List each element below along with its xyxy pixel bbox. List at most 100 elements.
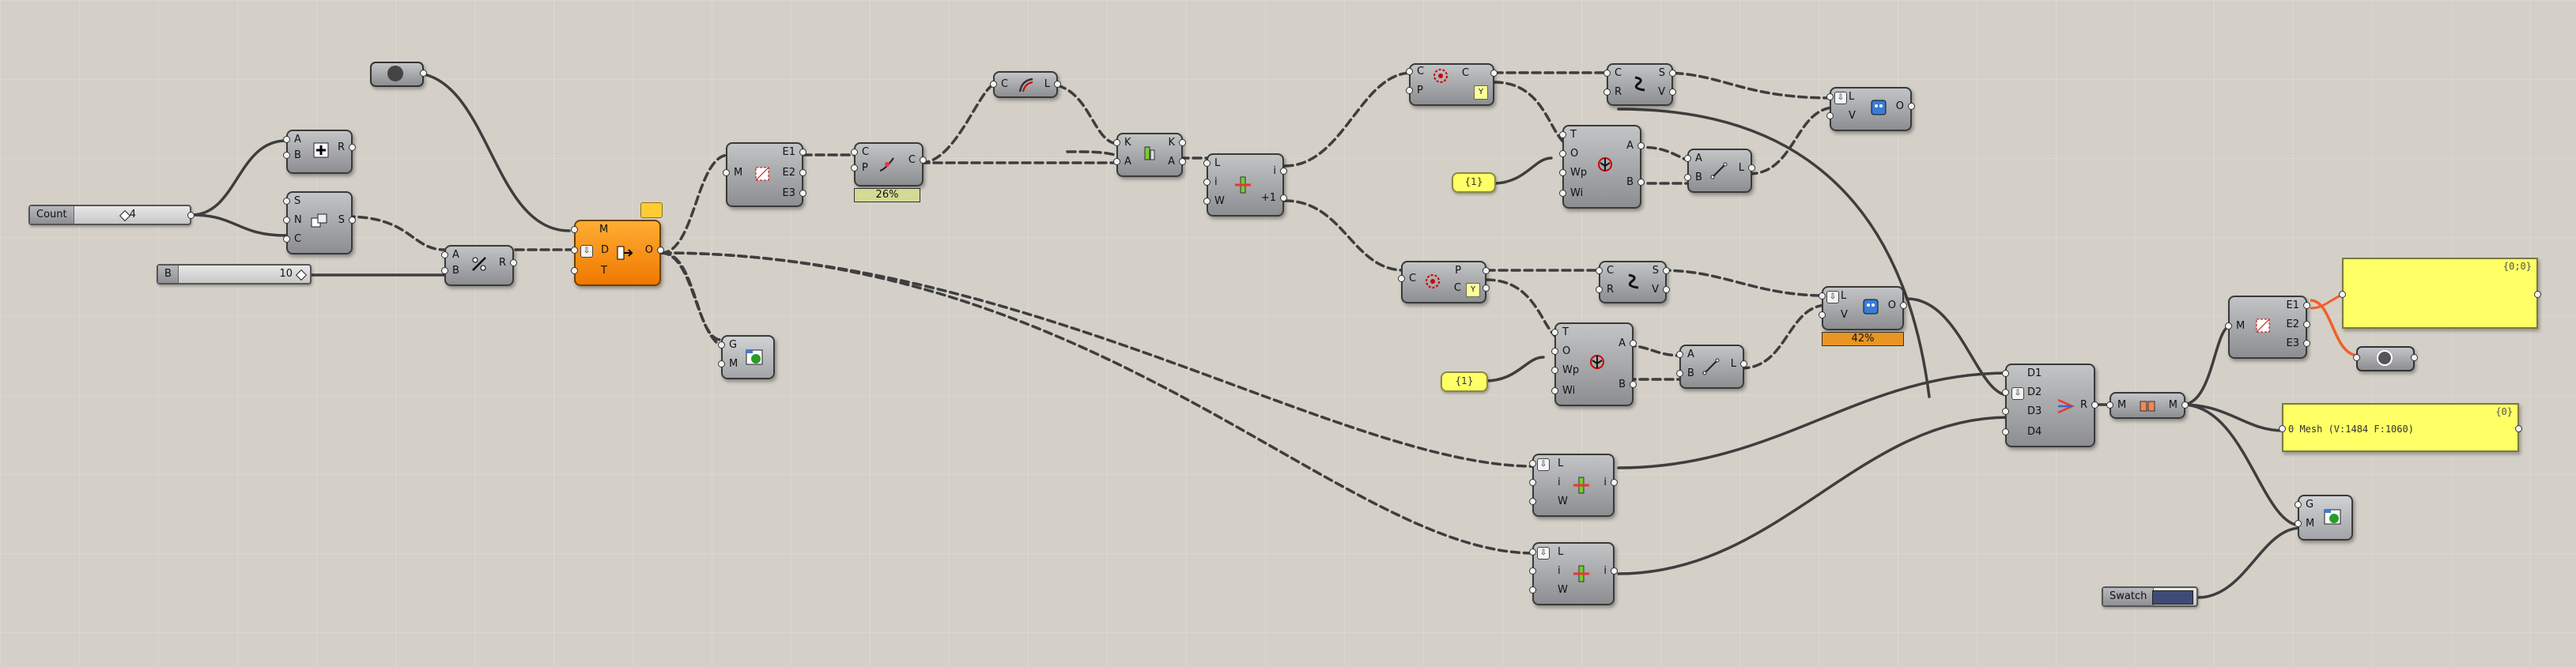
parameter-grip[interactable] [1529, 460, 1536, 467]
parameter-grip[interactable] [1529, 586, 1536, 594]
output-i[interactable]: i [1603, 477, 1607, 488]
input-d4[interactable]: D4 [2027, 426, 2042, 438]
input-c[interactable]: C [1417, 66, 1425, 77]
parameter-grip[interactable] [1559, 131, 1566, 138]
input-l[interactable]: L [1558, 546, 1564, 558]
parameter-grip[interactable] [851, 149, 858, 156]
output-b[interactable]: B [1626, 176, 1634, 188]
parameter-grip[interactable] [1637, 142, 1645, 149]
output-e1[interactable]: E1 [2286, 300, 2300, 311]
line-component-bottom[interactable]: A B L [1676, 345, 1747, 389]
parameter-grip[interactable] [1559, 169, 1566, 176]
input-l[interactable]: L [1841, 290, 1847, 302]
parameter-grip[interactable] [441, 267, 448, 274]
parameter-grip[interactable] [2339, 291, 2346, 298]
output-i[interactable]: i [1273, 165, 1276, 177]
output-e3[interactable]: E3 [782, 187, 796, 199]
output-e3[interactable]: E3 [2286, 337, 2300, 349]
input-l[interactable]: L [1558, 458, 1564, 469]
output-a[interactable]: A [1626, 140, 1634, 152]
input-g[interactable]: G [2306, 499, 2314, 511]
input-i[interactable]: i [1558, 477, 1561, 488]
parameter-grip[interactable] [1826, 112, 1834, 119]
parameter-grip[interactable] [1908, 103, 1915, 110]
parameter-grip[interactable] [1684, 174, 1691, 181]
input-a[interactable]: A [1687, 349, 1694, 360]
parameter-grip[interactable] [1748, 164, 1755, 171]
mesh-join-component[interactable]: M M [2106, 392, 2189, 419]
parameter-grip[interactable] [1676, 370, 1683, 377]
flip-toggle[interactable]: Y [1474, 85, 1488, 100]
preview-component-2[interactable]: G M [2295, 495, 2353, 541]
list-item-component[interactable]: L i W i +1 [1203, 153, 1287, 217]
parameter-grip[interactable] [2303, 302, 2310, 309]
parameter-grip[interactable] [2295, 501, 2302, 508]
parameter-grip[interactable] [2295, 520, 2302, 527]
input-c[interactable]: C [1001, 78, 1009, 90]
parameter-grip[interactable] [1398, 275, 1405, 282]
output-e2[interactable]: E2 [2286, 318, 2300, 330]
parameter-grip[interactable] [1663, 267, 1670, 274]
parameter-grip[interactable] [1611, 479, 1618, 486]
input-d3[interactable]: D3 [2027, 405, 2042, 417]
input-c[interactable]: C [862, 146, 870, 158]
parameter-grip[interactable] [1203, 160, 1211, 167]
output-c[interactable]: C [1461, 67, 1469, 79]
input-m[interactable]: M [734, 167, 743, 179]
parameter-grip[interactable] [571, 247, 578, 254]
parameter-grip[interactable] [799, 149, 806, 156]
series-component[interactable]: S N C S [283, 191, 356, 254]
swatch-component[interactable]: Swatch [2102, 586, 2198, 607]
parameter-grip[interactable] [851, 164, 858, 171]
line-component-top[interactable]: A B L [1684, 149, 1755, 193]
output-l[interactable]: L [1730, 358, 1736, 370]
parameter-grip[interactable] [1529, 479, 1536, 486]
output-v[interactable]: V [1658, 86, 1665, 98]
parameter-grip[interactable] [1740, 360, 1747, 367]
parameter-grip[interactable] [2091, 401, 2098, 409]
output-i[interactable]: i [1603, 565, 1607, 577]
shatter-component-top[interactable]: C R S V [1603, 63, 1676, 106]
parameter-grip[interactable] [1676, 351, 1683, 358]
parameter-grip[interactable] [1900, 302, 1907, 309]
output-s[interactable]: S [1652, 265, 1659, 277]
input-wi[interactable]: Wi [1570, 187, 1584, 199]
parameter-grip[interactable] [1603, 70, 1611, 77]
input-wp[interactable]: Wp [1570, 167, 1588, 179]
panel-mesh-info[interactable]: {0} 0 Mesh (V:1484 F:1060) [2279, 403, 2522, 452]
input-b[interactable]: B [1687, 367, 1694, 379]
input-d1[interactable]: D1 [2027, 367, 2042, 379]
input-m[interactable]: M [599, 224, 609, 236]
parameter-grip[interactable] [2303, 340, 2310, 347]
parameter-grip[interactable] [1113, 158, 1120, 165]
input-i[interactable]: i [1558, 565, 1561, 577]
parameter-grip[interactable] [510, 259, 517, 266]
input-t[interactable]: T [1562, 326, 1569, 338]
parameter-grip[interactable] [1611, 567, 1618, 575]
parameter-grip[interactable] [1819, 292, 1826, 300]
parameter-grip[interactable] [1603, 89, 1611, 96]
output-m[interactable]: M [2168, 399, 2178, 411]
input-m[interactable]: M [2117, 399, 2127, 411]
value-bubble-top[interactable]: {1} [1452, 172, 1496, 193]
shatter-component-bottom[interactable]: C R S V [1596, 261, 1670, 303]
parameter-grip[interactable] [441, 251, 448, 258]
panel-empty[interactable]: {0;0} [2339, 258, 2541, 329]
parameter-grip[interactable] [1663, 286, 1670, 293]
input-c[interactable]: C [294, 233, 302, 245]
circle-component-top[interactable]: C P C C Y [1406, 63, 1498, 106]
output-v[interactable]: V [1652, 284, 1659, 296]
output-o[interactable]: O [1895, 100, 1904, 112]
input-r[interactable]: R [1607, 284, 1615, 296]
input-b[interactable]: B [294, 149, 301, 161]
input-m[interactable]: M [729, 358, 738, 370]
parameter-grip[interactable] [1630, 340, 1637, 347]
output-e1[interactable]: E1 [782, 146, 796, 158]
preview-component-1[interactable]: G M [718, 335, 775, 379]
merge-component[interactable]: D1 D2 D3 D4 ⇩ R [2002, 364, 2098, 447]
input-c[interactable]: C [1607, 265, 1615, 277]
addition-component[interactable]: A B R [283, 130, 356, 174]
parameter-grip[interactable] [1113, 139, 1120, 146]
parameter-grip[interactable] [2353, 354, 2360, 361]
input-g[interactable]: G [729, 339, 738, 351]
